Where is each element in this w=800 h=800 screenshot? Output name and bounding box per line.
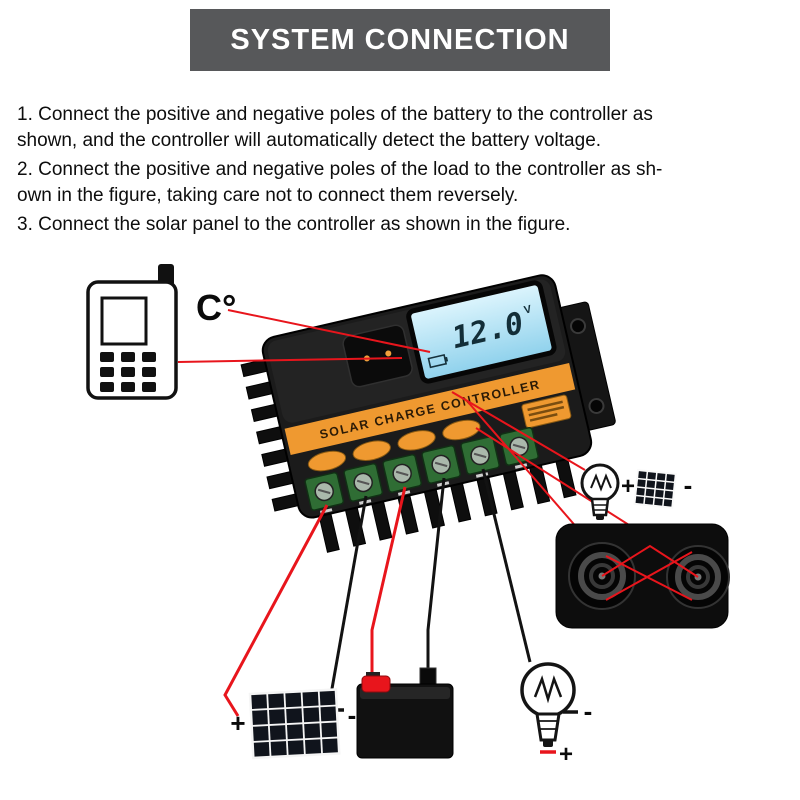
callout-temp-line (227, 309, 431, 353)
controller-buttons (307, 419, 481, 472)
battery-terminal-negative (419, 667, 437, 685)
bulb-filament-icon (590, 473, 612, 492)
terminal (421, 444, 461, 484)
instruction-1-line-2: shown, and the controller will automatic… (17, 130, 602, 151)
wire-positive-battery (370, 486, 407, 680)
instruction-1-line-1: 1. Connect the positive and negative pol… (17, 104, 653, 125)
terminal (460, 435, 500, 475)
storage-battery (356, 667, 454, 759)
terminal-block (304, 426, 539, 511)
inset-wire-marks (601, 544, 699, 601)
instruction-2-line-1: 2. Connect the positive and negative pol… (17, 159, 663, 180)
remote-keypad (100, 352, 156, 392)
bulb-base-icon (590, 497, 610, 517)
bulb-bottom-minus-label: - (584, 696, 593, 726)
battery-positive-cap (361, 675, 391, 693)
bulb-filament-icon (533, 675, 563, 704)
terminal (304, 471, 345, 511)
wire-negative-bulb (481, 468, 532, 663)
wire-negative-battery (426, 477, 446, 668)
instruction-1: 1. Connect the positive and negative pol… (17, 102, 789, 154)
heatsink-fins-left (240, 358, 299, 512)
port-detail-inset (555, 523, 730, 629)
solar-panel-right-icon (633, 468, 677, 509)
mounting-bracket (558, 301, 616, 431)
instruction-2: 2. Connect the positive and negative pol… (17, 157, 789, 209)
panel-bottom-minus-label: - (348, 700, 357, 730)
panel-right-plus-label: + (621, 473, 635, 500)
header-banner: SYSTEM CONNECTION (190, 9, 610, 71)
wire-negative-panel (328, 495, 368, 701)
panel-bottom-plus-label: + (230, 708, 245, 738)
warning-sticker (521, 394, 572, 429)
remote-control (86, 264, 178, 400)
battery-level-icon (427, 354, 449, 369)
instruction-2-line-2: own in the figure, taking care not to co… (17, 185, 519, 206)
wires (223, 468, 578, 754)
battery-body (356, 683, 454, 759)
remote-screen (100, 296, 148, 346)
terminal (382, 453, 422, 493)
terminal (343, 462, 384, 502)
instruction-3-line-1: 3. Connect the solar panel to the contro… (17, 214, 571, 235)
connection-diagram: C° (86, 264, 730, 768)
panel-right-minus-label: - (684, 470, 693, 500)
lcd-voltage-unit: V (523, 303, 533, 316)
callout-load-line (451, 391, 586, 471)
page-title: SYSTEM CONNECTION (230, 23, 570, 56)
solar-panel-bottom-icon (248, 688, 341, 760)
callout-remote-line (177, 357, 403, 363)
load-bulb-right (580, 463, 620, 520)
bulb-bottom-plus-label: + (559, 741, 573, 768)
indicator-led-icon (385, 350, 392, 357)
charge-controller: 12.0 V SOLAR CHARGE CONTROLLER (240, 274, 616, 553)
lcd-display: 12.0 V (406, 280, 557, 384)
load-bulb-bottom (520, 662, 576, 747)
temp-sensor-label: C° (196, 287, 236, 328)
instruction-3: 3. Connect the solar panel to the contro… (17, 212, 789, 238)
wire-positive-panel (223, 504, 329, 717)
bulb-base-icon (535, 712, 561, 742)
instructions: 1. Connect the positive and negative pol… (17, 102, 789, 241)
controller-button-panel (342, 324, 413, 388)
